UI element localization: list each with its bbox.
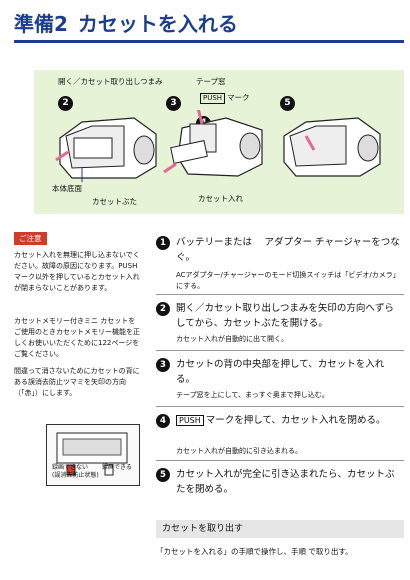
step-divider — [156, 350, 404, 351]
step-main: 開く／カセット取り出しつまみを矢印の方向へずらしてから、カセットぶたを開ける。 — [176, 303, 394, 329]
page-title: 準備2 カセットを入れる — [14, 8, 238, 37]
push-badge: PUSH — [176, 415, 204, 426]
caution-text-2: カセットメモリー付きミニ カセットをご使用のときカセットメモリー機能を正しくお使… — [14, 317, 140, 358]
step-divider — [156, 460, 404, 461]
step-sub: カセット入れが自動的に引き込まれる。 — [176, 447, 302, 455]
eject-heading: カセットを取り出す — [156, 520, 404, 538]
camcorder-close-illustration — [283, 117, 381, 177]
step-number: 5 — [156, 468, 170, 482]
erase-tab-diagram — [46, 424, 140, 486]
push-badge: PUSH — [200, 93, 226, 104]
step-main-text: マークを押して、カセット入れを閉める。 — [205, 415, 386, 426]
holder-label: カセット入れ — [198, 194, 243, 203]
tab-caption-no-record: 録画できない (誤消去防止状態) — [52, 464, 99, 479]
cassette-tab-illustration — [56, 432, 128, 476]
push-mark-suffix: マーク — [227, 93, 250, 102]
cover-label: カセットぶた — [92, 197, 137, 206]
step-main: カセットの背の中央部を押して、カセットを入れる。 — [176, 359, 385, 385]
title-text: カセットを入れる — [77, 12, 238, 36]
prep-label: 準備2 — [14, 12, 68, 36]
camcorder-open-illustration — [55, 117, 157, 182]
bottom-label: 本体底面 — [52, 184, 82, 193]
step-main: カセット入れが完全に引き込まれたら、カセットぶたを閉める。 — [176, 469, 395, 495]
step-sub: ACアダプター/チャージャーのモード切換スイッチは「ビデオ/カメラ」にする。 — [176, 271, 400, 290]
step-sub: カセット入れが自動的に出て開く。 — [176, 335, 288, 343]
caution-text-1: カセット入れを無理に押し込まないでください。故障の原因になります。PUSHマーク… — [14, 251, 140, 292]
title-rule — [14, 40, 404, 43]
step-divider — [156, 294, 404, 295]
caution-heading: ご注意 — [14, 232, 47, 245]
step-number: 2 — [156, 302, 170, 316]
illus-step-5: 5 — [280, 96, 295, 111]
illus-step-3: 3 — [166, 96, 181, 111]
camcorder-insert-illustration — [163, 110, 263, 177]
tape-window-label: テープ窓 — [196, 77, 226, 86]
step-number: 3 — [156, 358, 170, 372]
step-sub: テープ窓を上にして、まっすぐ奥まで押し込む。 — [176, 391, 329, 399]
illus-step-2: 2 — [58, 96, 73, 111]
lever-label: 開く／カセット取り出しつまみ — [58, 77, 163, 86]
step-number: 4 — [156, 414, 170, 428]
tab-caption-record: 録画できる — [102, 464, 132, 471]
caution-text-3: 間違って消さないためにカセットの背にある誤消去防止ツマミを矢印の方向（「赤」）に… — [14, 367, 140, 397]
eject-text: 「カセットを入れる」の手順で操作し、手順 で取り出す。 — [156, 547, 353, 556]
step-main: バッテリーまたは アダプター チャージャーをつなぐ。 — [176, 237, 400, 263]
step-divider — [156, 406, 404, 407]
step-number: 1 — [156, 236, 170, 250]
